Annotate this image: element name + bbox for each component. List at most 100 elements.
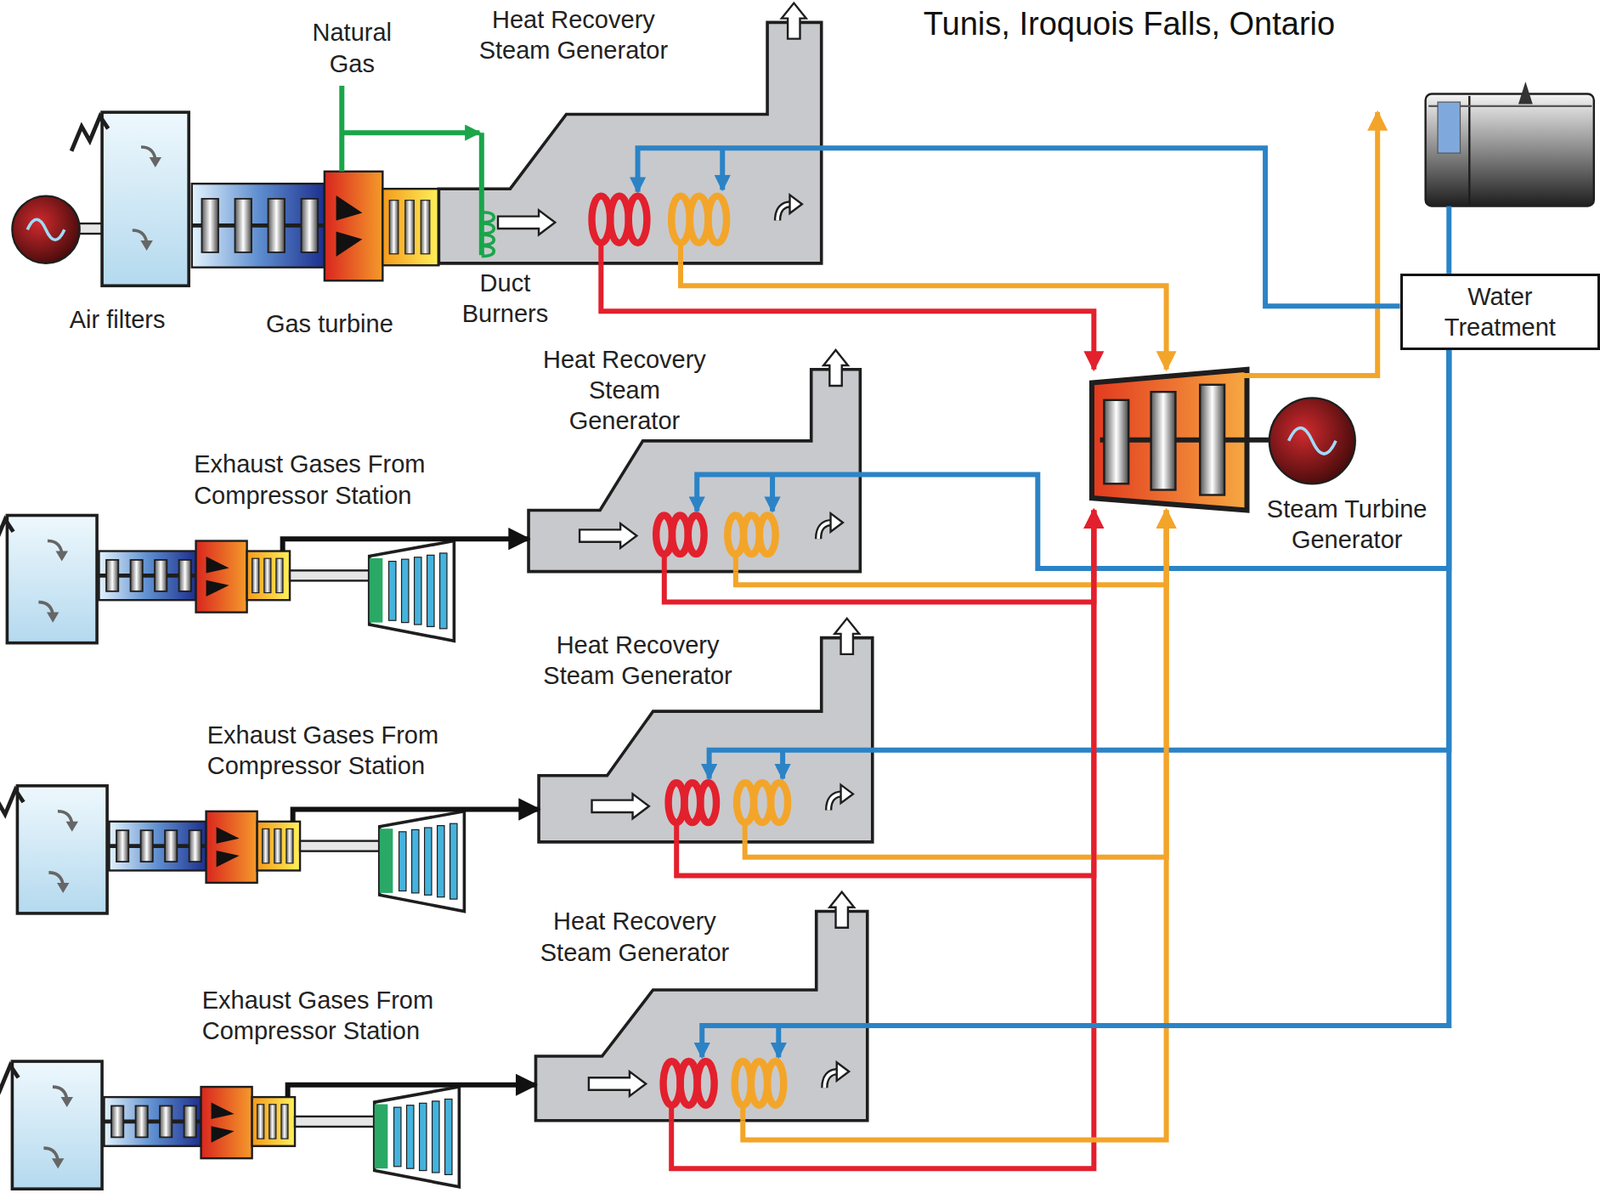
turbine-disc [262,828,270,863]
compressor-disc [106,559,119,592]
feedwater-pipe [696,350,1449,569]
steam-pipe [735,510,1167,586]
flow-label: Exhaust Gases From Compressor Station [207,719,524,782]
turbine-section [257,821,300,871]
stack-exhaust-arrow [823,350,849,386]
gas-compressor-blade [424,827,432,895]
air-flow-arrowhead [66,821,79,832]
compressor-disc [235,198,253,253]
air-flow-arrowhead [140,240,153,251]
gas-compressor-blade [432,1101,440,1173]
turbine-disc [257,1104,265,1139]
steam-turbine-stage [1199,384,1225,496]
node-label: Heat Recovery Steam Generator [528,905,741,968]
air-filter-housing [16,785,108,914]
condensate-line [1240,112,1378,376]
natural-gas-line [341,130,480,136]
burner-flame [211,1125,235,1143]
evaporator-coil [759,515,776,555]
hrsg-casing [535,911,867,1121]
exhaust-duct-line [282,538,529,551]
burner-flame [211,1102,235,1120]
gas-compressor-blade [445,1099,453,1176]
coil-outlet-pipe [742,820,748,843]
compressor-section [192,183,325,267]
turbine-disc [252,558,260,593]
steam-pipe [742,510,1166,1141]
compressor-disc [154,559,167,592]
combustor [324,171,383,282]
plant-component: Gas turbine [192,168,441,284]
gas-flow-arrow [592,793,650,819]
gas-compressor-blade [427,554,435,627]
compressor-section [98,551,196,601]
steam-pipe [680,263,1167,370]
gas-turn-arrowhead [836,1062,849,1081]
evaporator-coil [770,782,788,823]
gas-turn-arrowhead [831,513,843,532]
turbine-disc [281,1104,289,1139]
node-label: Steam Turbine Generator [1247,493,1448,556]
water-tank [1425,93,1595,206]
hrsg-casing [438,22,821,263]
plant-component: Steam Turbine Generator [1090,369,1248,511]
air-flow-arrowhead [61,1096,74,1108]
steam-pipe [664,510,1095,603]
compressor-disc [184,1105,197,1137]
compressor-disc [268,198,286,253]
turbine-disc [264,558,272,593]
gas-compressor-blade [412,829,419,893]
air-flow-arrowhead [56,882,69,894]
diagram-title: Tunis, Iroquois Falls, Ontario [923,5,1335,43]
compressor-disc [301,198,319,253]
plant-component: Heat Recovery Steam Generator [538,638,873,843]
gas-compressor [374,1086,460,1188]
duct-burner-nozzle [481,234,494,245]
feedwater-pipe [638,147,1401,306]
coil-outlet-pipe [678,240,684,263]
turbine-disc [276,558,283,593]
treatment-box: Water Treatment [1400,273,1600,351]
gas-turn-arrowhead [841,785,854,804]
compressor-disc [201,198,219,253]
steam-pipe [671,510,1094,1170]
compressor-disc [135,1105,148,1137]
plant-component: Heat Recovery Steam Generator [535,910,867,1120]
evaporator-coil [767,1061,784,1106]
combustor [201,1086,253,1159]
combustor [196,541,248,613]
steam-turbine-stage [1151,391,1176,490]
feedwater-branch [780,750,786,780]
flow-label: Exhaust Gases From Compressor Station [193,448,510,511]
sine-wave [27,219,65,240]
superheater-coil [688,515,705,555]
steam-turbine-casing [1091,369,1248,511]
compressor-section [103,1096,201,1147]
burner-flame [206,580,230,597]
gas-compressor-inlet [369,558,384,623]
gas-compressor-blade [407,1105,414,1169]
coil-outlet-pipe [740,1102,746,1120]
gas-compressor-blade [389,561,396,622]
coil-outlet-pipe [598,240,604,263]
node-label: Gas turbine [227,308,432,340]
feedwater-pipe [701,350,1449,1058]
compressor-disc [164,830,177,862]
air-flow-arrowhead [46,612,59,623]
gas-flow-arrow [579,523,637,549]
feedwater-branch [775,1025,781,1058]
feedwater-line [1446,206,1452,274]
plant-component: Air filters [66,107,192,289]
drive-shaft [289,570,370,581]
gas-compressor-blade [437,825,445,898]
turbine-disc [274,828,282,863]
gas-turn-arrowhead [789,194,802,214]
exhaust-duct-line [293,808,539,821]
generator-symbol [1269,397,1356,484]
filter-intake-zigzag [0,790,24,826]
superheater-coil [700,782,717,823]
filter-intake-zigzag [0,519,14,555]
